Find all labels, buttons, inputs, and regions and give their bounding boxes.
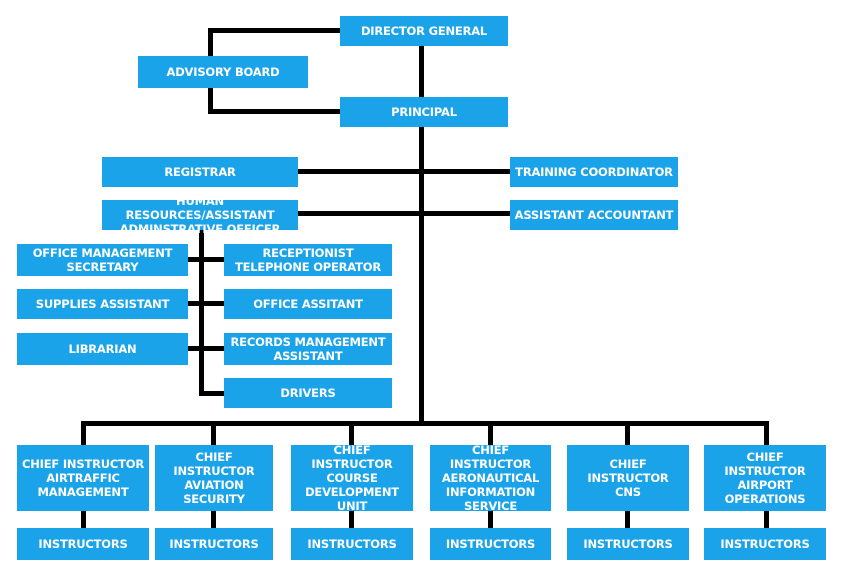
- training-coordinator-box: TRAINING COORDINATOR: [510, 157, 678, 187]
- connector-chief-drop: [488, 421, 493, 445]
- hr-assistant-box: HUMAN RESOURCES/ASSISTANT ADMINSTRATIVE …: [102, 194, 298, 236]
- connector-instructors: [625, 511, 630, 528]
- instructors-box: INSTRUCTORS: [430, 528, 551, 560]
- connector-support-row-1: [188, 257, 224, 262]
- connector-chief-drop: [625, 421, 630, 445]
- chief-instructor-atm-box: CHIEF INSTRUCTOR AIRTRAFFIC MANAGEMENT: [17, 445, 149, 511]
- connector-main-trunk: [419, 45, 424, 425]
- instructors-box: INSTRUCTORS: [567, 528, 689, 560]
- instructors-box: INSTRUCTORS: [704, 528, 826, 560]
- director-general-box: DIRECTOR GENERAL: [340, 16, 508, 46]
- connector-chief-bar: [83, 421, 769, 426]
- instructors-box: INSTRUCTORS: [291, 528, 413, 560]
- connector-hr-row: [298, 211, 510, 216]
- instructors-box: INSTRUCTORS: [155, 528, 273, 560]
- principal-box: PRINCIPAL: [340, 97, 508, 127]
- chief-instructor-avsec-box: CHIEF INSTRUCTOR AVIATION SECURITY: [155, 445, 273, 511]
- chief-instructor-cdu-box: CHIEF INSTRUCTOR COURSE DEVELOPMENT UNIT: [291, 443, 413, 513]
- registrar-box: REGISTRAR: [102, 157, 298, 187]
- connector-support-row-3: [188, 346, 224, 351]
- librarian-box: LIBRARIAN: [17, 333, 188, 365]
- instructors-box: INSTRUCTORS: [17, 528, 149, 560]
- chief-instructor-ais-box: CHIEF INSTRUCTOR AERONAUTICAL INFORMATIO…: [430, 443, 551, 513]
- chief-instructor-airport-ops-box: CHIEF INSTRUCTOR AIRPORT OPERATIONS: [704, 445, 826, 511]
- connector-chief-drop: [81, 421, 86, 445]
- connector-instructors: [81, 511, 86, 528]
- connector-instructors: [488, 511, 493, 528]
- connector-chief-drop: [211, 421, 216, 445]
- connector-support-row-2: [188, 301, 224, 306]
- advisory-board-box: ADVISORY BOARD: [138, 56, 308, 88]
- drivers-box: DRIVERS: [224, 378, 392, 408]
- chief-instructor-cns-box: CHIEF INSTRUCTOR CNS: [567, 445, 689, 511]
- connector-drivers: [199, 391, 224, 396]
- connector-instructors: [211, 511, 216, 528]
- receptionist-box: RECEPTIONIST TELEPHONE OPERATOR: [224, 244, 392, 276]
- connector-instructors: [764, 511, 769, 528]
- connector-principal-left: [208, 109, 340, 114]
- connector-chief-drop: [764, 421, 769, 445]
- connector-support-trunk: [199, 226, 204, 396]
- supplies-assistant-box: SUPPLIES ASSISTANT: [17, 289, 188, 319]
- office-management-secretary-box: OFFICE MANAGEMENT SECRETARY: [17, 244, 188, 276]
- connector-registrar-row: [298, 169, 510, 174]
- assistant-accountant-box: ASSISTANT ACCOUNTANT: [510, 200, 678, 230]
- connector-chief-drop: [349, 421, 354, 445]
- office-assistant-box: OFFICE ASSITANT: [224, 289, 392, 319]
- connector-dg-top: [208, 28, 340, 33]
- connector-instructors: [349, 511, 354, 528]
- records-management-box: RECORDS MANAGEMENT ASSISTANT: [224, 333, 392, 365]
